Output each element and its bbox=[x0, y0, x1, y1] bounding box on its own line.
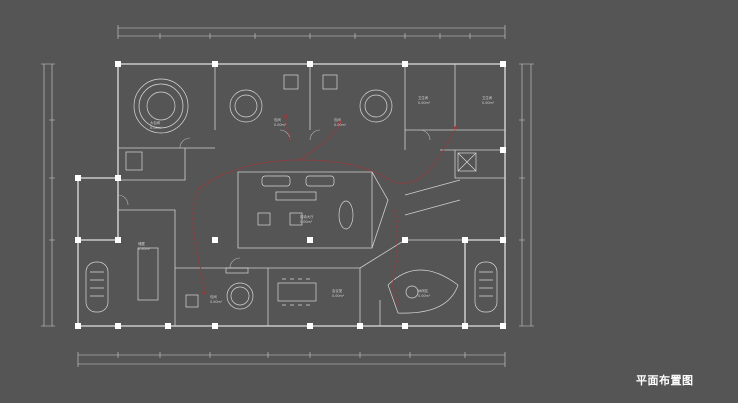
vip-round-table bbox=[138, 83, 184, 129]
room-label-reception-hall: 接待大厅 bbox=[300, 214, 314, 219]
column bbox=[75, 175, 81, 181]
door-arc-4 bbox=[419, 129, 431, 141]
door-arc-3 bbox=[309, 129, 321, 141]
column bbox=[500, 147, 506, 153]
room-area-small-dining-room: 0.00m² bbox=[210, 300, 223, 304]
column bbox=[115, 61, 121, 67]
room-area-dining-room-2: 0.00m² bbox=[334, 123, 347, 127]
left-dimension-ticks bbox=[41, 63, 55, 327]
door-arc-1 bbox=[179, 137, 191, 149]
room-label-restroom-2: 卫生间 bbox=[482, 95, 493, 100]
lounge-table bbox=[405, 285, 419, 299]
room-area-lounge: 0.00m² bbox=[418, 294, 431, 298]
corner-sofa bbox=[125, 151, 143, 171]
round-table-3 bbox=[364, 94, 388, 118]
room-label-dining-room-1: 包间 bbox=[274, 117, 281, 122]
room-label-dining-room-2: 包间 bbox=[334, 117, 341, 122]
small-round-table-ring bbox=[226, 282, 254, 310]
column bbox=[402, 323, 408, 329]
drawing-title: 平面布置图 bbox=[636, 374, 694, 387]
round-table-3-ring bbox=[359, 89, 393, 123]
room-label-vip-dining-hall: 大包间 bbox=[150, 120, 161, 125]
room-area-dining-room-1: 0.00m² bbox=[274, 123, 287, 127]
room-area-restroom-2: 0.00m² bbox=[482, 101, 495, 105]
column bbox=[115, 323, 121, 329]
sofa-1 bbox=[261, 175, 291, 187]
room-area-vip-dining-hall: 0.00m² bbox=[150, 126, 163, 130]
partition-top-rooms bbox=[118, 64, 406, 150]
reception-desk bbox=[338, 200, 354, 230]
stair-right bbox=[474, 261, 498, 313]
room-area-meeting-room: 0.00m² bbox=[332, 294, 345, 298]
column bbox=[75, 323, 81, 329]
column bbox=[307, 61, 313, 67]
column bbox=[307, 237, 313, 243]
room-area-reception-hall: 0.00m² bbox=[300, 220, 313, 224]
column bbox=[115, 237, 121, 243]
room-label-restroom-1: 卫生间 bbox=[418, 95, 429, 100]
side-table bbox=[185, 294, 199, 308]
meeting-chairs bbox=[282, 278, 310, 306]
partition-reception bbox=[237, 171, 373, 249]
outer-wall-main bbox=[77, 63, 506, 327]
column bbox=[402, 237, 408, 243]
door-arc-2 bbox=[279, 129, 291, 141]
column bbox=[212, 61, 218, 67]
square-table-2 bbox=[322, 74, 338, 90]
door-arc-5 bbox=[117, 194, 129, 206]
elevator-cross bbox=[457, 152, 477, 172]
square-table-1 bbox=[283, 74, 299, 90]
vip-round-table-inner bbox=[146, 91, 176, 121]
door-arc-6 bbox=[229, 257, 241, 269]
sofa-2 bbox=[305, 175, 335, 187]
column bbox=[462, 323, 468, 329]
stair-left-treads bbox=[90, 271, 104, 297]
corridor-wall-left bbox=[78, 178, 119, 241]
room-label-storage-room: 储藏 bbox=[138, 241, 145, 246]
column bbox=[500, 237, 506, 243]
bottom-dimension-ticks bbox=[77, 352, 506, 367]
reception-table-1 bbox=[257, 212, 271, 226]
column bbox=[165, 323, 171, 329]
partition-south-rooms bbox=[118, 209, 361, 326]
column bbox=[115, 175, 121, 181]
coffee-table bbox=[275, 191, 317, 201]
round-table-2-ring bbox=[229, 89, 263, 123]
circulation-route bbox=[192, 117, 456, 306]
column bbox=[212, 237, 218, 243]
partition-restrooms bbox=[405, 64, 505, 179]
stair-right-treads bbox=[479, 271, 493, 297]
column bbox=[402, 61, 408, 67]
partition-corridor-right bbox=[404, 179, 461, 216]
reception-table-2 bbox=[289, 212, 303, 226]
room-area-restroom-1: 0.00m² bbox=[418, 101, 431, 105]
reception-curve bbox=[371, 171, 389, 249]
counter-top-left bbox=[225, 267, 249, 274]
right-dimension-ticks bbox=[519, 63, 534, 327]
column bbox=[462, 237, 468, 243]
room-area-storage-room: 0.00m² bbox=[138, 247, 151, 251]
storage-shelf bbox=[137, 247, 159, 301]
column bbox=[75, 237, 81, 243]
room-label-small-dining-room: 包间 bbox=[210, 294, 217, 299]
room-label-lounge: 休闲区 bbox=[418, 288, 429, 293]
round-table-2 bbox=[234, 94, 258, 118]
partition-dining-left bbox=[118, 148, 186, 181]
top-dimension-ticks bbox=[117, 25, 506, 39]
lounge-curved-sofa bbox=[387, 269, 459, 314]
column bbox=[357, 323, 363, 329]
small-round-table bbox=[230, 286, 250, 306]
column bbox=[212, 323, 218, 329]
room-label-meeting-room: 会议室 bbox=[332, 288, 343, 293]
column bbox=[500, 61, 506, 67]
column bbox=[500, 323, 506, 329]
stair-left bbox=[85, 261, 109, 313]
column bbox=[307, 323, 313, 329]
meeting-table bbox=[277, 282, 317, 302]
service-wall-right bbox=[464, 239, 505, 326]
vip-round-table-ring bbox=[133, 78, 189, 134]
elevator-box bbox=[457, 152, 477, 172]
